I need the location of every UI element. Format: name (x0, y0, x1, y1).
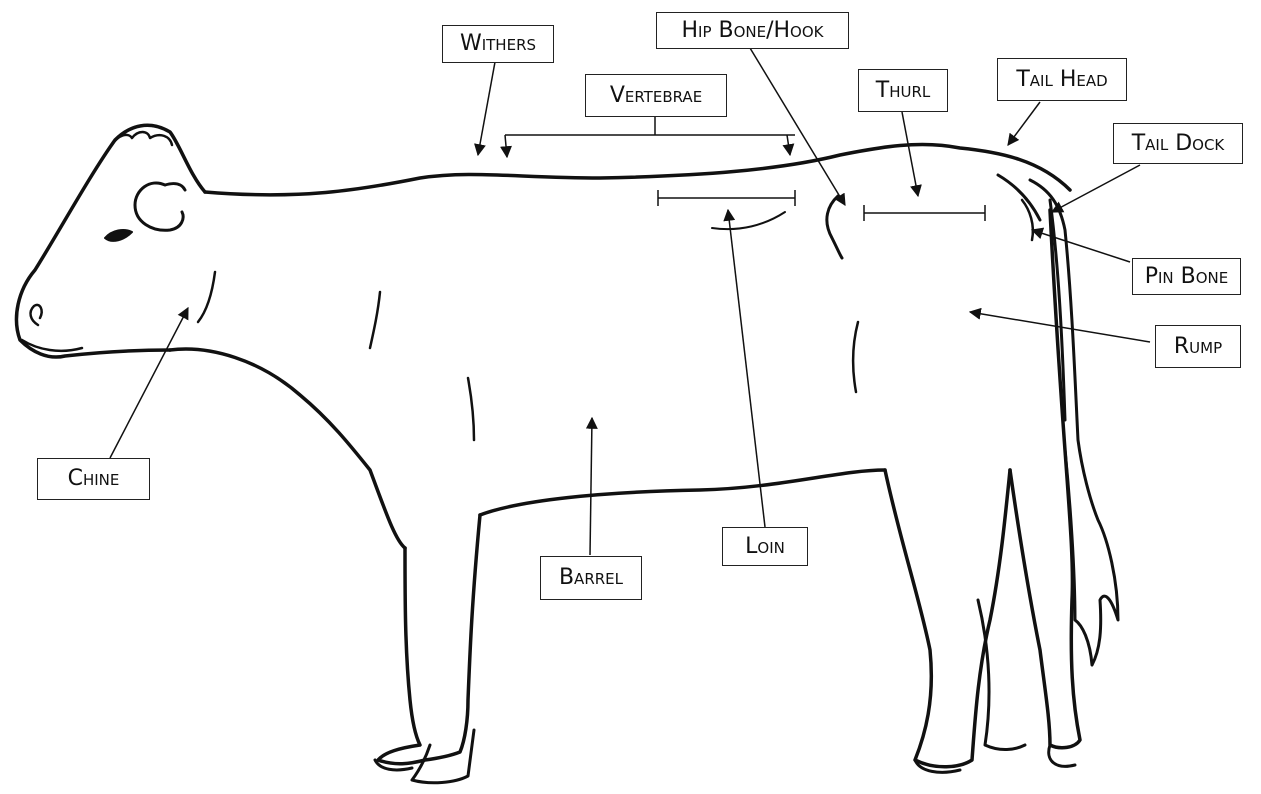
ear (135, 183, 185, 230)
topline (205, 144, 1070, 194)
label-withers: Withers (442, 25, 554, 63)
label-rump: Rump (1155, 325, 1241, 368)
belly (480, 470, 885, 515)
label-barrel: Barrel (540, 556, 642, 600)
vertebrae-arrow-right (787, 135, 790, 155)
label-chine: Chine (37, 458, 150, 500)
pin-bone-arrow (1032, 230, 1130, 262)
eye (105, 230, 132, 241)
underline-front (170, 349, 405, 548)
muzzle (31, 305, 42, 325)
tail-dock-arrow (1052, 165, 1140, 212)
label-tail-head: Tail Head (997, 58, 1127, 101)
forearm-line (468, 378, 474, 440)
tail (1030, 180, 1118, 665)
label-tail-dock: Tail Dock (1113, 123, 1243, 164)
vertebrae-bracket (505, 117, 795, 135)
cheek (198, 272, 215, 322)
flank (885, 470, 1010, 767)
label-loin: Loin (722, 527, 808, 566)
rear-leg-inner (978, 600, 1025, 750)
hip-bump (827, 196, 842, 258)
label-vertebrae: Vertebrae (585, 74, 727, 117)
vertebrae-arrow-left (505, 135, 507, 157)
thurl-arrow (902, 112, 918, 196)
label-hip-bone-hook: Hip Bone/Hook (656, 12, 849, 49)
thurl-span (864, 205, 985, 221)
loin-arrow (728, 210, 765, 527)
label-thurl: Thurl (858, 69, 948, 112)
barrel-arrow (590, 418, 592, 555)
label-pin-bone: Pin Bone (1132, 258, 1241, 295)
tail-head-arrow (1008, 102, 1040, 145)
shoulder-line (370, 292, 380, 348)
loin-span (658, 190, 795, 206)
hip-bone-arrow (750, 48, 845, 205)
stifle-line (853, 322, 858, 392)
front-leg-near (378, 515, 480, 764)
loin-curve (712, 212, 785, 229)
chine-arrow (110, 308, 188, 458)
withers-arrow (478, 62, 495, 155)
